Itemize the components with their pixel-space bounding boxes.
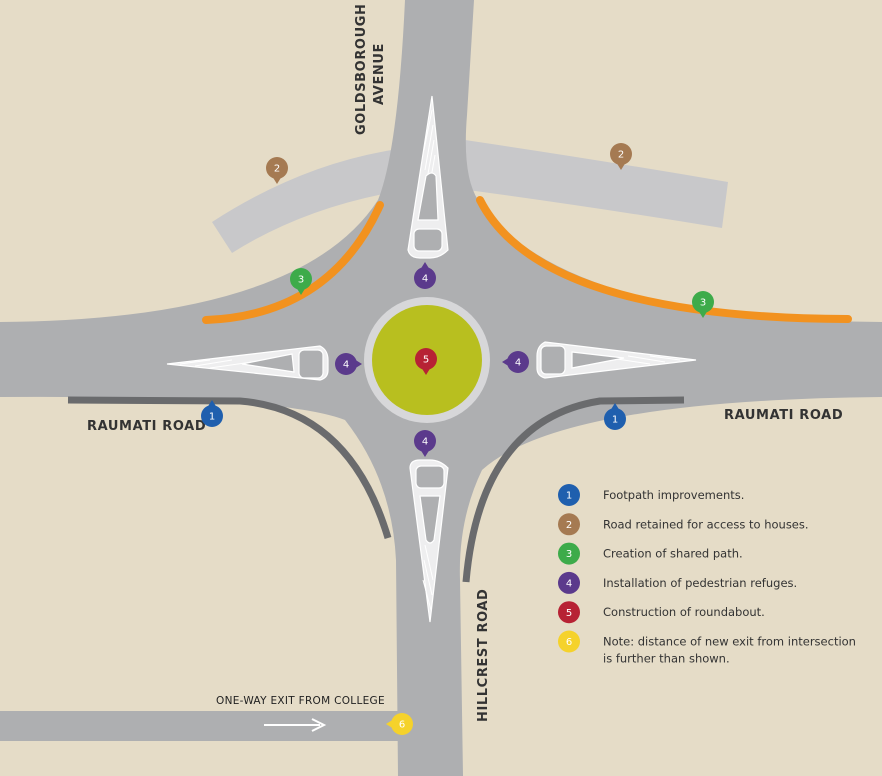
legend-item: 2 Road retained for access to houses. bbox=[558, 513, 809, 536]
label-goldsborough-line2: AVENUE bbox=[372, 43, 387, 105]
retained-road-east bbox=[465, 140, 728, 228]
map-markers: 2 2 3 3 4 4 4 4 5 1 1 6 bbox=[201, 143, 714, 735]
legend-swatch bbox=[558, 513, 580, 536]
one-way-exit-road bbox=[0, 711, 402, 741]
marker-circle bbox=[507, 351, 529, 373]
legend-text: Note: distance of new exit from intersec… bbox=[603, 635, 856, 649]
marker-number: 4 bbox=[422, 437, 428, 448]
marker-4: 4 bbox=[414, 430, 436, 457]
marker-circle bbox=[414, 430, 436, 452]
marker-number: 1 bbox=[612, 415, 618, 426]
marker-circle bbox=[266, 157, 288, 179]
marker-number: 3 bbox=[298, 275, 304, 286]
legend-item: 5 Construction of roundabout. bbox=[558, 601, 765, 624]
legend-number: 4 bbox=[566, 579, 572, 590]
label-raumati-east: RAUMATI ROAD bbox=[724, 408, 843, 423]
legend-swatch bbox=[558, 484, 580, 506]
legend-item: 3 Creation of shared path. bbox=[558, 542, 743, 565]
label-raumati-west: RAUMATI ROAD bbox=[87, 419, 206, 434]
marker-number: 6 bbox=[399, 720, 405, 731]
one-way-arrow bbox=[264, 718, 327, 732]
legend-swatch bbox=[558, 601, 580, 624]
marker-4: 4 bbox=[502, 351, 529, 373]
legend-text: Creation of shared path. bbox=[603, 547, 743, 561]
legend-text: Construction of roundabout. bbox=[603, 605, 765, 619]
legend-swatch bbox=[558, 630, 580, 653]
marker-3: 3 bbox=[692, 291, 714, 318]
marker-3: 3 bbox=[290, 268, 312, 295]
refuge-island-south bbox=[409, 459, 449, 623]
kerb-southeast bbox=[462, 396, 685, 583]
kerb-southwest bbox=[67, 396, 392, 539]
marker-number: 5 bbox=[423, 355, 429, 366]
marker-circle bbox=[692, 291, 714, 313]
marker-number: 4 bbox=[422, 274, 428, 285]
marker-circle bbox=[415, 348, 437, 370]
refuge-island-west bbox=[166, 345, 329, 381]
marker-number: 2 bbox=[274, 164, 280, 175]
legend: 1 Footpath improvements. 2 Road retained fo… bbox=[558, 484, 856, 666]
label-goldsborough-line1: GOLDSBOROUGH bbox=[354, 4, 369, 136]
marker-2: 2 bbox=[266, 157, 288, 184]
marker-1: 1 bbox=[201, 400, 223, 427]
marker-4: 4 bbox=[335, 353, 362, 375]
legend-item: 6 Note: distance of new exit from interse… bbox=[558, 630, 856, 666]
label-hillcrest: HILLCREST ROAD bbox=[476, 589, 491, 722]
marker-circle bbox=[414, 267, 436, 289]
marker-circle bbox=[290, 268, 312, 290]
marker-number: 1 bbox=[209, 412, 215, 423]
shared-path-east bbox=[476, 196, 852, 323]
marker-circle bbox=[604, 408, 626, 430]
shared-path-west bbox=[202, 201, 384, 324]
marker-number: 4 bbox=[515, 358, 521, 369]
legend-text: Road retained for access to houses. bbox=[603, 517, 809, 531]
marker-circle bbox=[610, 143, 632, 165]
legend-number: 3 bbox=[566, 549, 572, 560]
marker-2: 2 bbox=[610, 143, 632, 170]
legend-number: 5 bbox=[566, 608, 572, 619]
legend-item: 1 Footpath improvements. bbox=[558, 484, 744, 506]
marker-number: 3 bbox=[700, 298, 706, 309]
marker-circle bbox=[335, 353, 357, 375]
marker-number: 4 bbox=[343, 360, 349, 371]
marker-number: 2 bbox=[618, 150, 624, 161]
refuge-island-north bbox=[407, 95, 449, 259]
legend-number: 6 bbox=[566, 637, 572, 648]
legend-text: is further than shown. bbox=[603, 652, 730, 666]
marker-4: 4 bbox=[414, 262, 436, 289]
legend-swatch bbox=[558, 571, 580, 594]
marker-6: 6 bbox=[386, 713, 413, 735]
marker-1: 1 bbox=[604, 403, 626, 430]
legend-number: 2 bbox=[566, 520, 572, 531]
marker-5: 5 bbox=[415, 348, 437, 375]
marker-circle bbox=[201, 405, 223, 427]
legend-item: 4 Installation of pedestrian refuges. bbox=[558, 571, 797, 594]
label-one-way-exit: ONE-WAY EXIT FROM COLLEGE bbox=[216, 695, 385, 707]
legend-swatch bbox=[558, 542, 580, 565]
legend-number: 1 bbox=[566, 491, 572, 502]
retained-road-west bbox=[212, 150, 392, 253]
legend-text: Footpath improvements. bbox=[603, 488, 744, 502]
refuge-island-east bbox=[536, 341, 697, 379]
marker-circle bbox=[391, 713, 413, 735]
legend-text: Installation of pedestrian refuges. bbox=[603, 576, 797, 590]
